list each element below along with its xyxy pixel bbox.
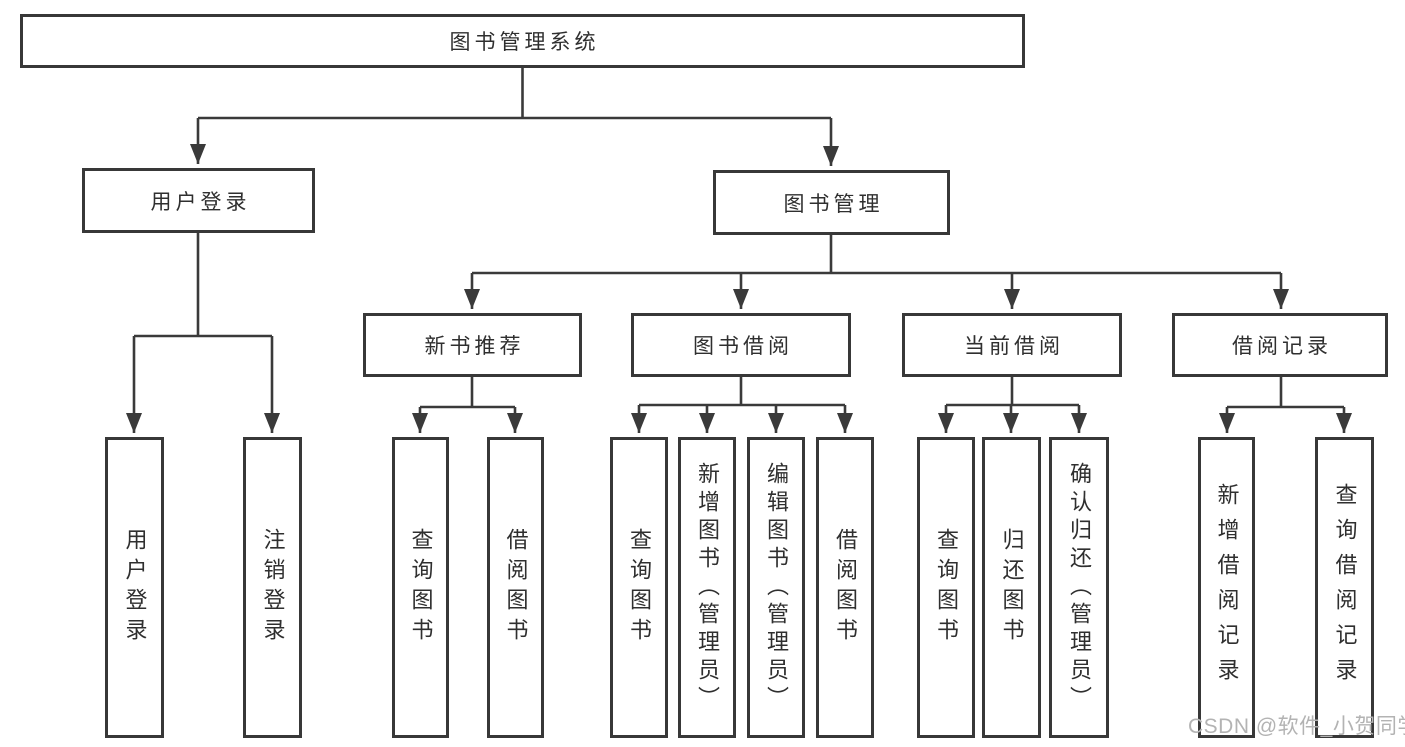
node-leaf-return-book-label: 归还图书 (999, 527, 1025, 648)
csdn-watermark: CSDN @软件_小贺同学 (1188, 715, 1405, 738)
node-user-login: 用户登录 (82, 168, 315, 233)
node-root-label: 图书管理系统 (449, 31, 600, 54)
node-book-borrow: 图书借阅 (631, 313, 851, 377)
node-leaf-edit-book: 编辑图书（管理员） (747, 437, 805, 738)
node-leaf-add-book-label: 新增图书（管理员） (695, 461, 720, 714)
node-leaf-query-book-2-label: 查询图书 (627, 527, 652, 648)
node-leaf-query-record: 查询借阅记录 (1315, 437, 1374, 738)
node-leaf-confirm-return: 确认归还（管理员） (1049, 437, 1109, 738)
node-borrow-records-label: 借阅记录 (1232, 335, 1332, 358)
node-leaf-query-book-3-label: 查询图书 (934, 527, 959, 648)
node-leaf-query-book-2: 查询图书 (610, 437, 668, 738)
node-leaf-logout: 注销登录 (243, 437, 302, 738)
node-leaf-add-record: 新增借阅记录 (1198, 437, 1255, 738)
node-leaf-query-record-label: 查询借阅记录 (1332, 482, 1358, 693)
node-leaf-logout-label: 注销登录 (260, 527, 286, 648)
node-root: 图书管理系统 (20, 14, 1025, 68)
node-current-borrow-label: 当前借阅 (964, 335, 1064, 358)
node-leaf-query-book-1: 查询图书 (392, 437, 449, 738)
node-leaf-borrow-book-2-label: 借阅图书 (833, 527, 858, 648)
node-leaf-borrow-book-2: 借阅图书 (816, 437, 874, 738)
node-leaf-user-login-label: 用户登录 (122, 527, 148, 648)
node-leaf-return-book: 归还图书 (982, 437, 1041, 738)
node-leaf-query-book-1-label: 查询图书 (408, 527, 434, 648)
node-leaf-borrow-book-1-label: 借阅图书 (503, 527, 529, 648)
node-current-borrow: 当前借阅 (902, 313, 1122, 377)
node-book-borrow-label: 图书借阅 (693, 335, 793, 358)
node-user-login-label: 用户登录 (150, 190, 251, 214)
node-leaf-add-record-label: 新增借阅记录 (1214, 482, 1240, 693)
node-leaf-edit-book-label: 编辑图书（管理员） (764, 461, 789, 714)
node-book-mgmt: 图书管理 (713, 170, 950, 235)
node-new-book-rec-label: 新书推荐 (424, 335, 525, 358)
node-leaf-user-login: 用户登录 (105, 437, 164, 738)
node-borrow-records: 借阅记录 (1172, 313, 1388, 377)
node-leaf-query-book-3: 查询图书 (917, 437, 975, 738)
node-leaf-confirm-return-label: 确认归还（管理员） (1067, 461, 1092, 714)
node-leaf-borrow-book-1: 借阅图书 (487, 437, 544, 738)
node-book-mgmt-label: 图书管理 (783, 192, 884, 216)
node-leaf-add-book: 新增图书（管理员） (678, 437, 736, 738)
node-new-book-rec: 新书推荐 (363, 313, 582, 377)
